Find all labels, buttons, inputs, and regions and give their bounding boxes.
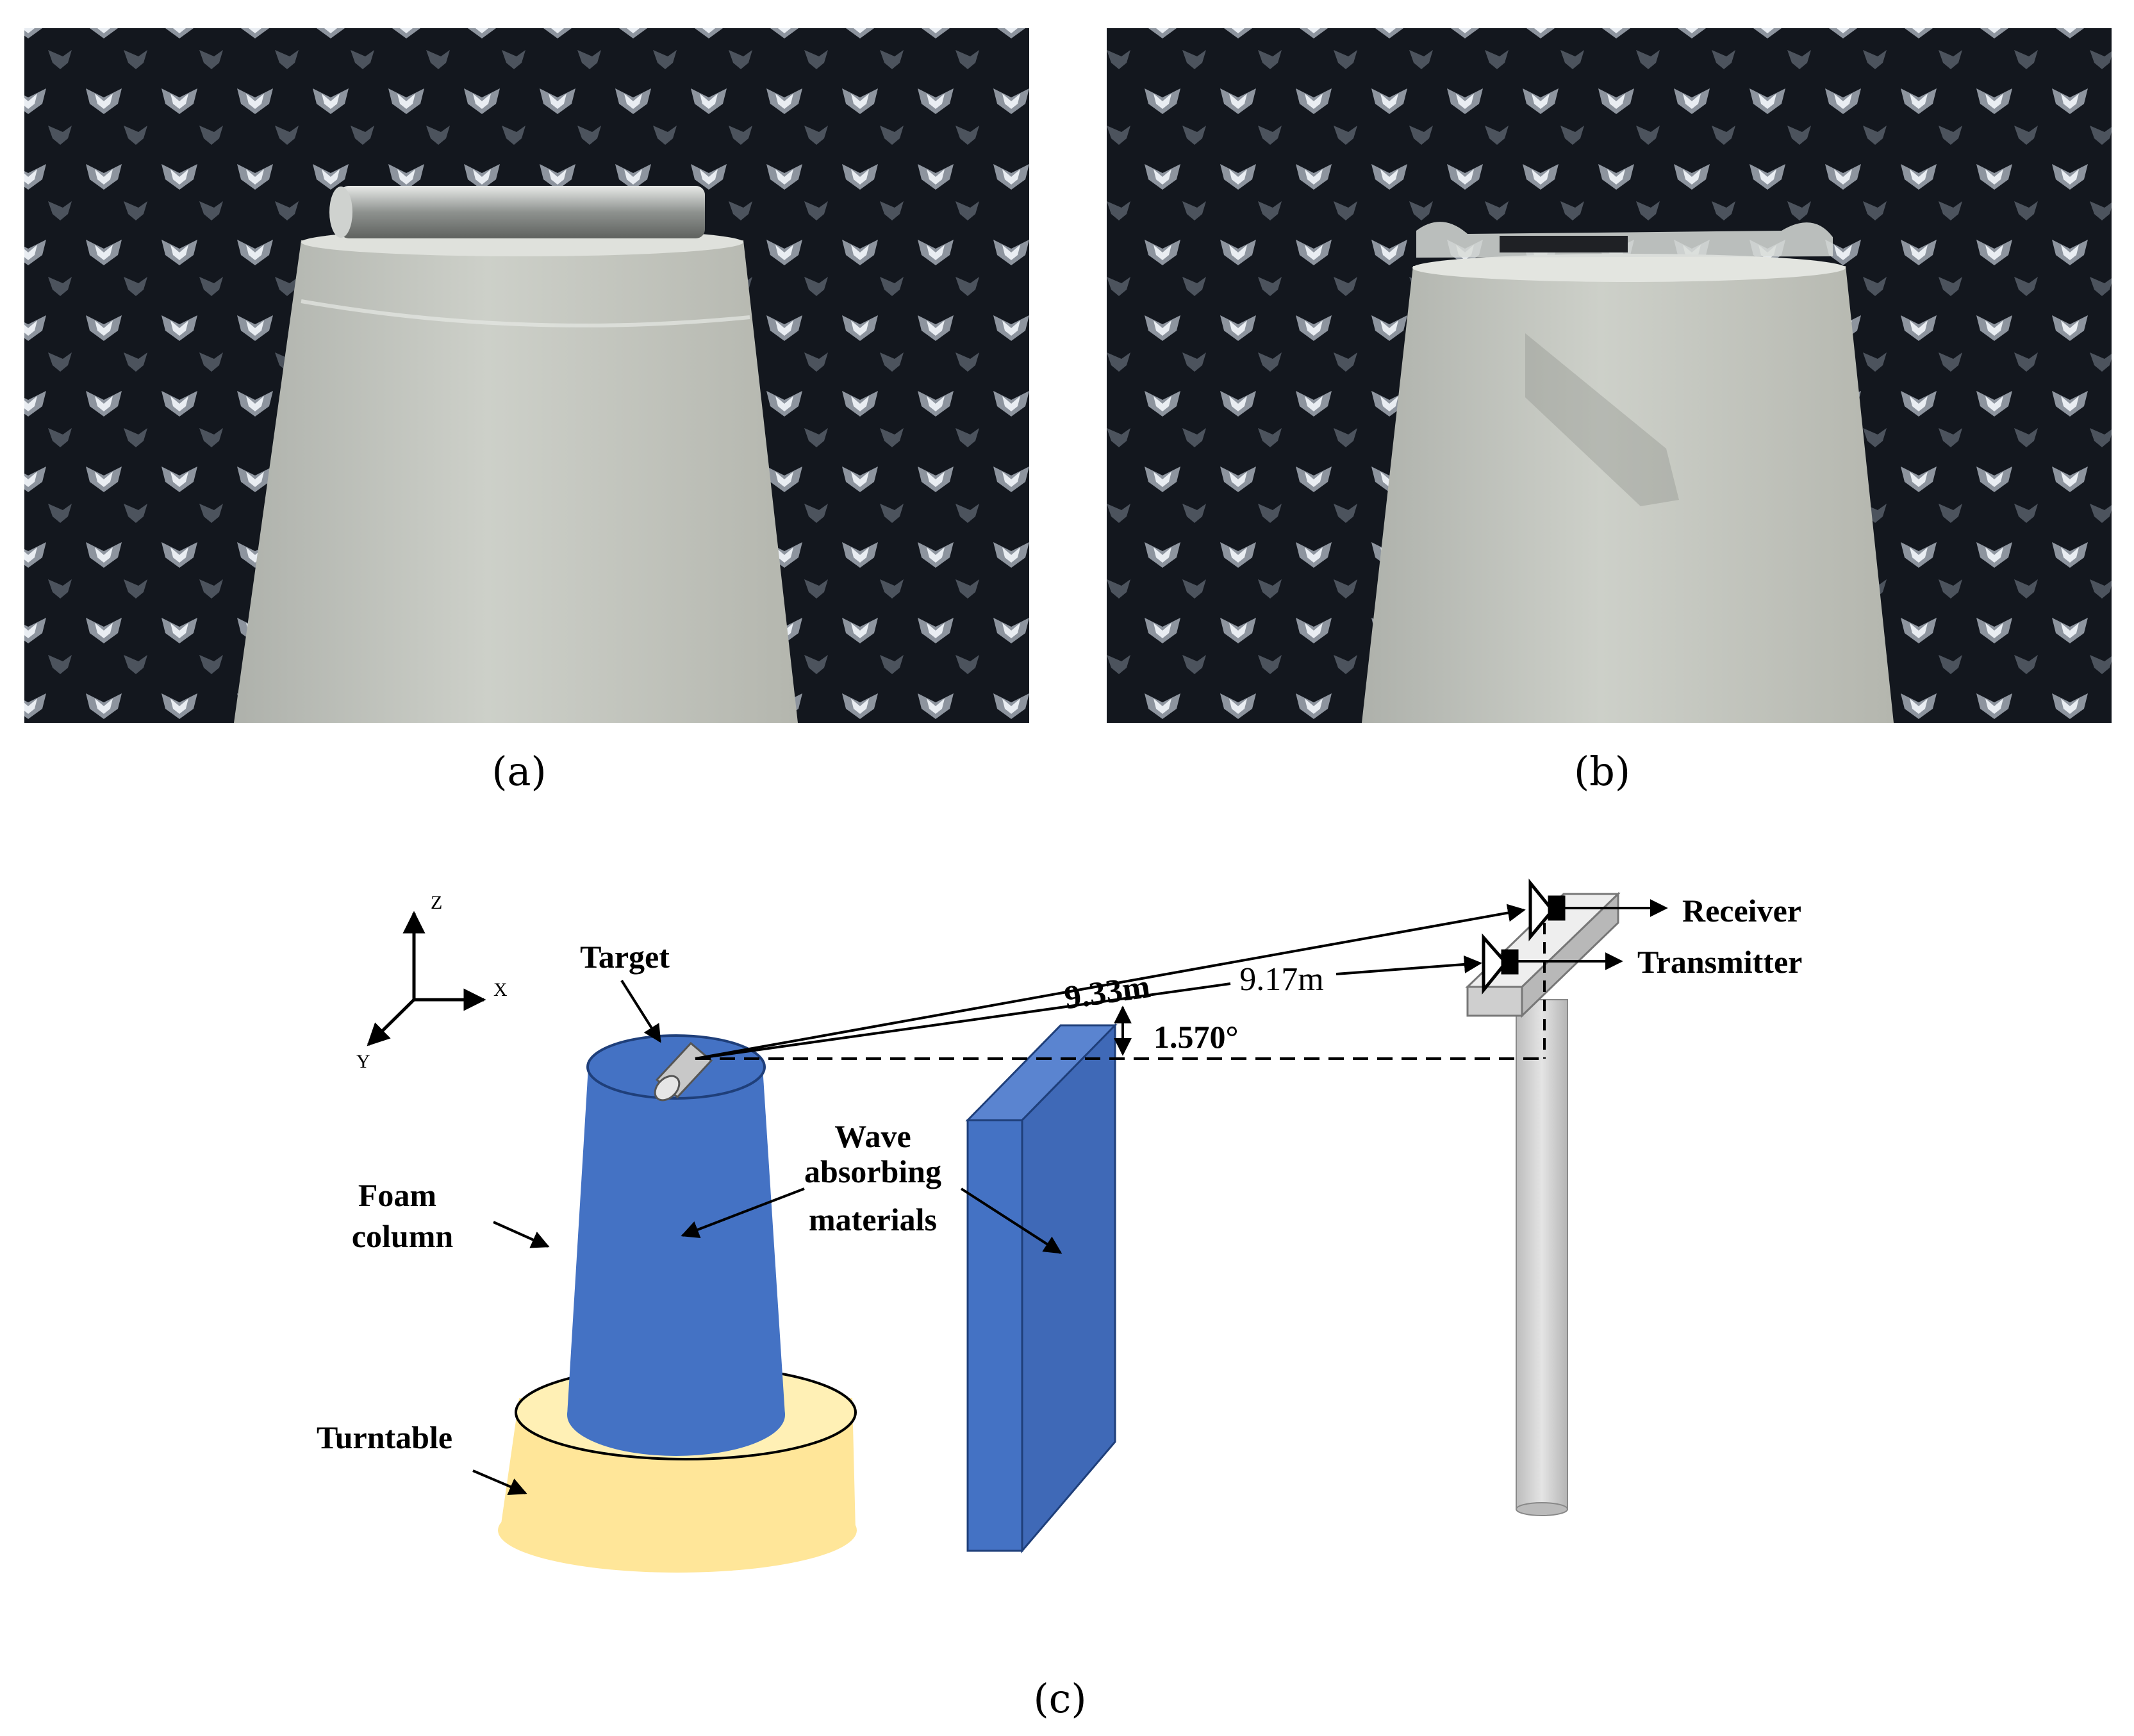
transmitter-horn: [1482, 933, 1519, 995]
turntable-pointer: [472, 1469, 527, 1495]
receiver-distance: 9.33m: [1062, 968, 1152, 1016]
receiver-label: Receiver: [1682, 893, 1801, 929]
caption-a: (a): [492, 748, 546, 795]
diagram-c: Z X Y: [317, 878, 1802, 1573]
target-label: Target: [580, 939, 670, 975]
wave-label-1: Wave: [834, 1118, 911, 1154]
photo-a: [24, 28, 1029, 723]
turntable-label: Turntable: [317, 1419, 452, 1455]
wave-absorbing-pointer: [960, 1187, 1063, 1254]
transmitter-distance: 9.17m: [1239, 961, 1323, 998]
axis-label-z: Z: [431, 892, 442, 913]
transmitter-label: Transmitter: [1637, 944, 1802, 980]
target-cylinder: [654, 1041, 713, 1102]
foam-column-inner-pointer: [681, 1187, 805, 1239]
axis-label-x: X: [493, 979, 508, 1000]
foam-column: [567, 1034, 785, 1456]
wave-absorbing-panel: [965, 1023, 1118, 1554]
caption-b: (b): [1574, 748, 1630, 795]
wave-label-2: absorbing: [804, 1153, 941, 1189]
photo-b: [1107, 28, 2112, 723]
wave-label-3: materials: [809, 1202, 937, 1237]
target-pointer: [620, 979, 661, 1043]
foam-column-label-1: Foam: [358, 1177, 436, 1213]
foam-column-label-2: column: [352, 1218, 454, 1254]
axis-label-y: Y: [356, 1051, 370, 1072]
caption-c: (c): [1033, 1675, 1086, 1722]
elevation-angle: 1.570°: [1154, 1019, 1239, 1055]
antenna-pole: [1465, 891, 1621, 1516]
foam-column-pointer: [493, 1221, 550, 1248]
metal-target-rod: [340, 186, 705, 238]
line-to-transmitter-right: [1336, 955, 1482, 975]
coordinate-axes: [367, 911, 486, 1046]
line-to-transmitter-left: [695, 982, 1231, 1060]
line-to-receiver: [695, 904, 1526, 1060]
receiver-horn: [1528, 878, 1566, 941]
